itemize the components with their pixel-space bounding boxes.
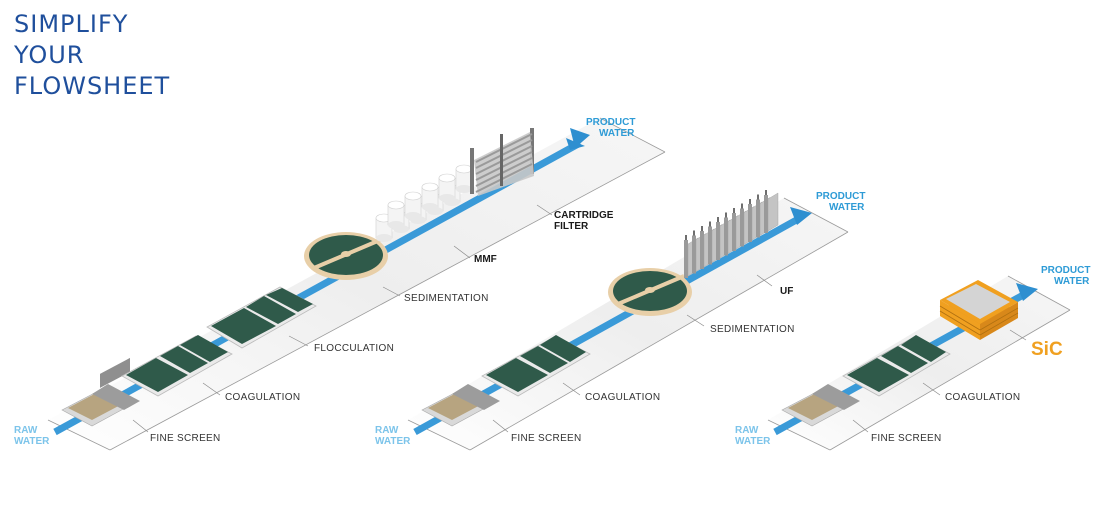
platform-edge xyxy=(1007,275,1071,311)
stage-label-uf: UF xyxy=(780,286,793,297)
raw-water-label: WATER xyxy=(375,436,411,447)
product-arrow-icon xyxy=(1016,283,1038,301)
sic-membrane-module xyxy=(939,280,1019,340)
platform-edge xyxy=(47,419,111,451)
stage-label-filter: FILTER xyxy=(554,221,589,232)
product-water-label: WATER xyxy=(829,202,865,213)
title-line-2: YOUR xyxy=(14,41,85,69)
product-arrow-icon xyxy=(790,207,812,225)
raw-water-label: RAW xyxy=(375,425,399,436)
coagulation-tank xyxy=(842,335,951,397)
stage-label-fine-screen: FINE SCREEN xyxy=(871,433,942,444)
platform xyxy=(48,118,665,450)
raw-water-label: RAW xyxy=(14,425,38,436)
platform-edge xyxy=(469,231,849,451)
flowsheet-conventional: FINE SCREEN COAGULATION FLOCCULATION SED… xyxy=(14,117,666,451)
sedimentation-clarifier xyxy=(608,268,692,316)
raw-water-label: RAW xyxy=(735,425,759,436)
platform-edge xyxy=(599,117,666,153)
platform-edge xyxy=(767,419,831,451)
mmf-vessel xyxy=(387,200,405,229)
flocculation-tank xyxy=(206,286,317,349)
coagulation-tank xyxy=(481,335,591,397)
page-title: SIMPLIFY YOUR FLOWSHEET xyxy=(14,9,170,102)
product-water-label: PRODUCT xyxy=(816,191,865,202)
stage-label-cartridge: CARTRIDGE xyxy=(554,210,614,221)
stage-label-flocculation: FLOCCULATION xyxy=(314,343,394,354)
platform-edge xyxy=(407,419,471,451)
fine-screen-unit xyxy=(781,384,860,427)
mmf-vessels xyxy=(375,164,473,242)
product-water-label: PRODUCT xyxy=(1041,265,1090,276)
title-line-1: SIMPLIFY xyxy=(14,10,129,38)
platform-edge xyxy=(109,151,666,451)
flowsheet-sic: FINE SCREEN COAGULATION SiC RAW WATER PR… xyxy=(735,265,1090,451)
stage-label-coagulation: COAGULATION xyxy=(225,392,300,403)
uf-membrane-rack xyxy=(684,190,779,278)
stage-label-fine-screen: FINE SCREEN xyxy=(511,433,582,444)
product-water-label: WATER xyxy=(599,128,635,139)
sic-brand-label: SiC xyxy=(1031,339,1063,360)
cartridge-filter-rack xyxy=(470,128,534,196)
mmf-vessel xyxy=(404,191,422,220)
raw-water-label: WATER xyxy=(14,436,50,447)
platform-edge xyxy=(783,197,849,233)
platform-edge xyxy=(829,309,1071,451)
coagulation-tank xyxy=(121,335,233,397)
stage-label-sedimentation: SEDIMENTATION xyxy=(710,324,795,335)
mmf-vessel xyxy=(421,182,439,211)
stage-label-sedimentation: SEDIMENTATION xyxy=(404,293,489,304)
stage-label-coagulation: COAGULATION xyxy=(585,392,660,403)
product-water-label: PRODUCT xyxy=(586,117,635,128)
stage-label-fine-screen: FINE SCREEN xyxy=(150,433,221,444)
mmf-vessel xyxy=(455,164,473,193)
fine-screen-unit xyxy=(61,357,140,427)
fine-screen-unit xyxy=(421,384,500,427)
stage-label-coagulation: COAGULATION xyxy=(945,392,1020,403)
stage-label-mmf: MMF xyxy=(474,254,497,265)
uf-module xyxy=(764,190,779,233)
product-arrow-icon xyxy=(570,128,590,148)
title-line-3: FLOWSHEET xyxy=(14,72,171,100)
product-water-label: WATER xyxy=(1054,276,1090,287)
sedimentation-clarifier xyxy=(304,232,388,280)
mmf-vessel xyxy=(438,173,456,202)
raw-water-label: WATER xyxy=(735,436,771,447)
flowsheet-uf: FINE SCREEN COAGULATION SEDIMENTATION UF… xyxy=(375,190,865,451)
